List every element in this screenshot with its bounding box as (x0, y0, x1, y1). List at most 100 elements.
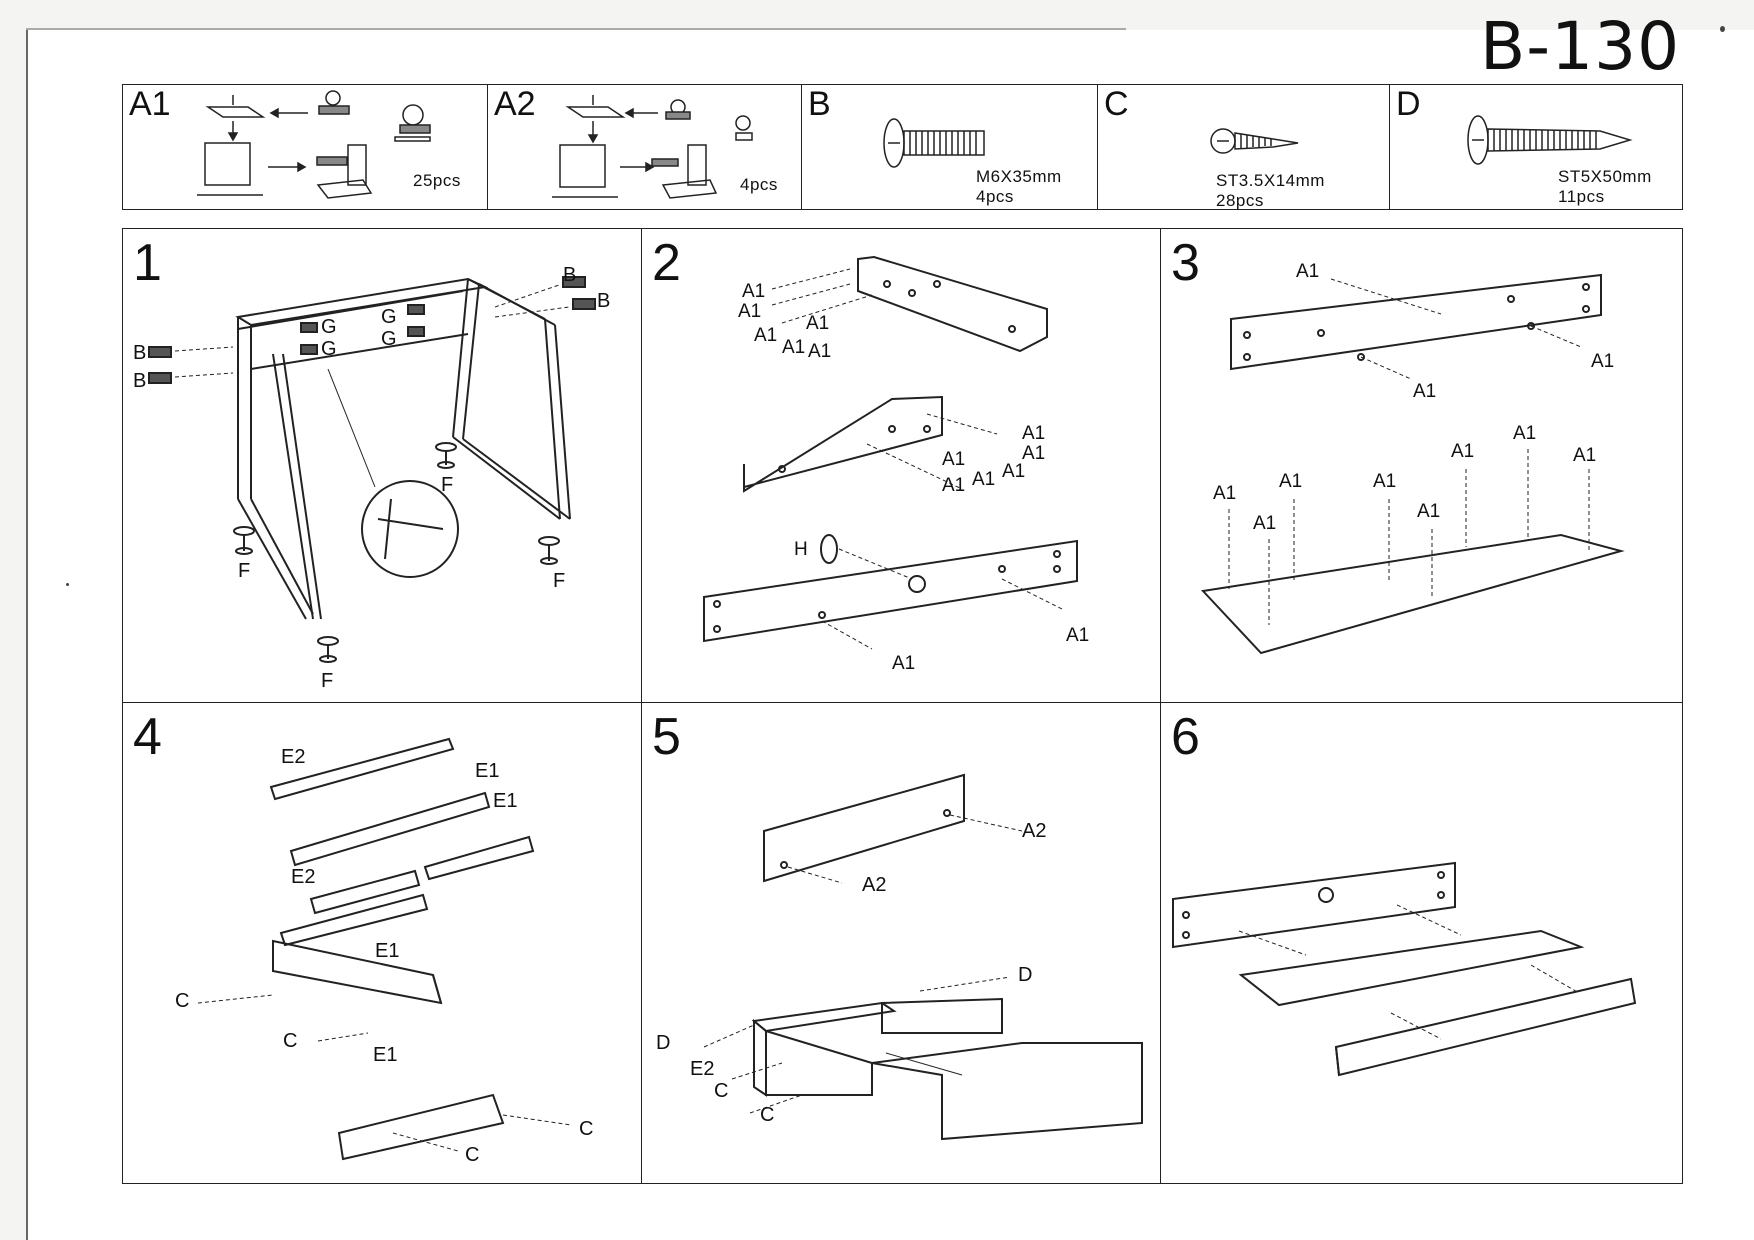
callout-f: F (441, 474, 453, 496)
callout-b: B (133, 342, 146, 364)
document-code: B-130 (1480, 8, 1681, 85)
callout-a1: A1 (1417, 501, 1440, 522)
callout-a1: A1 (1022, 423, 1045, 444)
step-number: 5 (652, 708, 681, 766)
callout-d: D (1018, 964, 1032, 986)
hardware-quantity: 4pcs (740, 175, 778, 194)
callout-e1: E1 (475, 760, 499, 782)
hardware-quantity: 28pcs (1216, 191, 1264, 210)
callout-a1: A1 (1213, 483, 1236, 504)
callout-e2: E2 (281, 746, 305, 768)
callout-c: C (465, 1144, 479, 1166)
drawer-bottom-diagram (1172, 861, 1637, 1077)
step-2-panel: 2 A1 A1 A1 A1 A1 A1 A1 (641, 228, 1162, 704)
bolt-icon (883, 118, 985, 168)
long-screw-icon (1467, 115, 1633, 165)
callout-a1: A1 (942, 475, 965, 496)
hardware-label: D (1396, 85, 1421, 123)
drawer-assembly-diagram: A2 A2 D D E2 C C (656, 773, 1143, 1141)
callout-a1: A1 (1002, 461, 1025, 482)
callout-a1: A1 (738, 301, 761, 322)
hardware-c-box: C ST3.5X14mm 28pcs (1097, 84, 1391, 210)
callout-b: B (133, 370, 146, 392)
scan-speck (66, 583, 69, 586)
callout-c: C (760, 1104, 774, 1126)
drawer-runner-diagram: E2 E1 E1 E2 E1 C C E1 C C (175, 737, 593, 1166)
callout-a1: A1 (1253, 513, 1276, 534)
callout-d: D (656, 1032, 670, 1054)
callout-g: G (321, 338, 337, 360)
hardware-spec: ST3.5X14mm (1216, 171, 1325, 190)
callout-e2: E2 (291, 866, 315, 888)
step-number: 2 (652, 234, 681, 292)
callout-e1: E1 (375, 940, 399, 962)
callout-g: G (381, 328, 397, 350)
callout-c: C (175, 990, 189, 1012)
side-panel-diagram: A1 A1 A1 A1 A1 A1 A1 A1 A1 A1 A1 A1 H A1… (703, 255, 1089, 674)
callout-a1: A1 (742, 281, 765, 302)
hardware-quantity: 4pcs (976, 187, 1014, 206)
back-panel-diagram: A1 A1 A1 A1 A1 A1 A1 A1 A1 A1 A1 (1200, 261, 1625, 655)
hardware-quantity: 11pcs (1558, 187, 1605, 206)
hardware-spec: ST5X50mm (1558, 167, 1652, 186)
scan-edge-line (26, 28, 1126, 30)
callout-f: F (553, 570, 565, 592)
step-5-panel: 5 A2 A2 D D E2 C C (641, 702, 1162, 1184)
callout-a1: A1 (782, 337, 805, 358)
callout-a1: A1 (1296, 261, 1319, 282)
callout-a1: A1 (1022, 443, 1045, 464)
step-number: 6 (1171, 708, 1200, 766)
step-4-panel: 4 E2 E1 E1 E2 E1 C C E1 C C (122, 702, 643, 1184)
callout-a1: A1 (1066, 625, 1089, 646)
callout-e1: E1 (493, 790, 517, 812)
callout-g: G (381, 306, 397, 328)
callout-f: F (238, 560, 250, 582)
callout-f: F (321, 670, 333, 692)
hardware-quantity: 25pcs (413, 171, 461, 190)
callout-a1: A1 (806, 313, 829, 334)
scan-speck (1720, 26, 1725, 32)
step-6-panel: 6 (1160, 702, 1683, 1184)
hardware-label: C (1104, 85, 1129, 123)
callout-a1: A1 (972, 469, 995, 490)
wood-screw-icon (1210, 128, 1299, 154)
callout-e1: E1 (373, 1044, 397, 1066)
callout-g: G (321, 316, 337, 338)
cam-lock-diagram (552, 95, 753, 199)
callout-a2: A2 (862, 874, 886, 896)
callout-a1: A1 (1573, 445, 1596, 466)
step-number: 1 (133, 234, 162, 292)
callout-c: C (714, 1080, 728, 1102)
cam-lock-diagram (197, 90, 431, 199)
callout-a1: A1 (1279, 471, 1302, 492)
step-number: 3 (1171, 234, 1200, 292)
callout-e2: E2 (690, 1058, 714, 1080)
hardware-d-box: D ST5X50mm 11pcs (1389, 84, 1683, 210)
callout-a2: A2 (1022, 820, 1046, 842)
hardware-b-box: B M6X35mm 4pcs (801, 84, 1099, 210)
hardware-a1-box: A1 25pcs (122, 84, 489, 210)
callout-a1: A1 (1451, 441, 1474, 462)
step-1-panel: 1 B (122, 228, 643, 704)
callout-a1: A1 (1373, 471, 1396, 492)
step-3-panel: 3 A1 A1 A1 A1 A1 A1 A1 A1 (1160, 228, 1683, 704)
callout-a1: A1 (754, 325, 777, 346)
step-number: 4 (133, 708, 162, 766)
callout-a1: A1 (808, 341, 831, 362)
callout-b: B (597, 290, 610, 312)
hardware-a2-box: A2 4pcs (487, 84, 803, 210)
callout-b: B (563, 264, 576, 286)
callout-a1: A1 (942, 449, 965, 470)
desk-frame-diagram: B B B B G G G G F F F F (133, 264, 610, 692)
callout-a1: A1 (1591, 351, 1614, 372)
hardware-label: B (808, 85, 831, 123)
hardware-label: A1 (129, 85, 171, 123)
callout-c: C (283, 1030, 297, 1052)
callout-a1: A1 (892, 653, 915, 674)
callout-a1: A1 (1413, 381, 1436, 402)
hardware-spec: M6X35mm (976, 167, 1062, 186)
hardware-label: A2 (494, 85, 536, 123)
callout-a1: A1 (1513, 423, 1536, 444)
callout-h: H (794, 539, 808, 560)
callout-c: C (579, 1118, 593, 1140)
